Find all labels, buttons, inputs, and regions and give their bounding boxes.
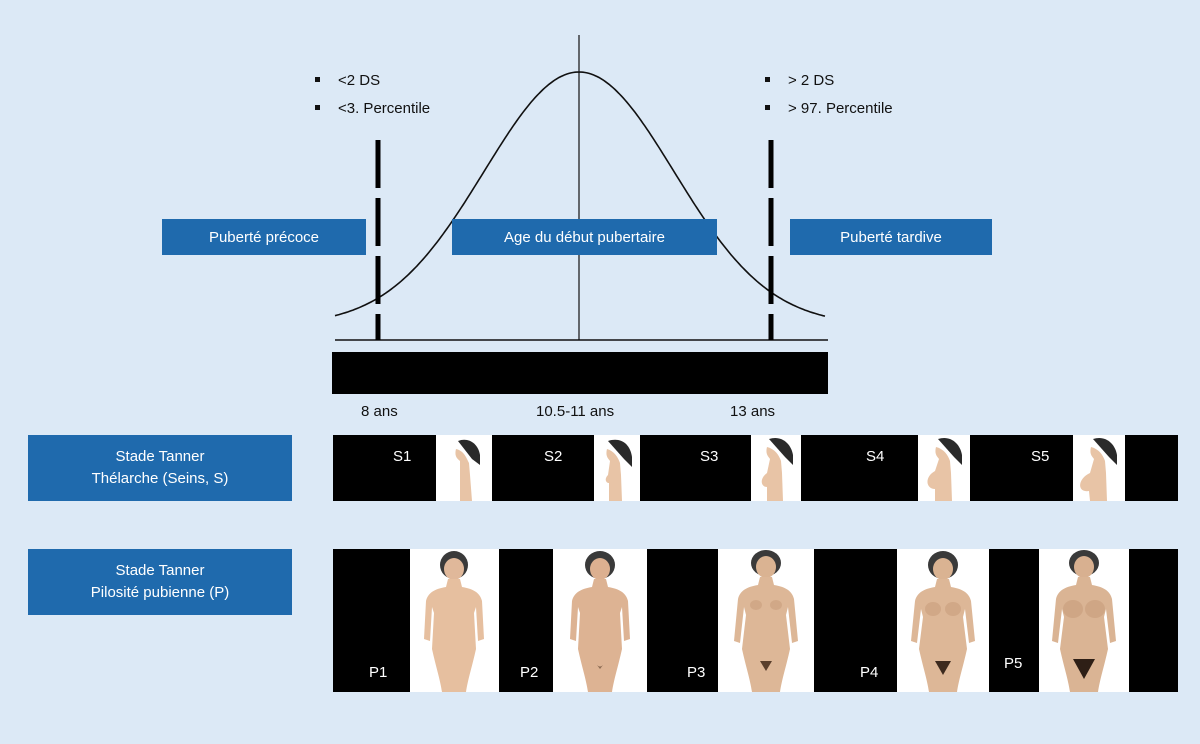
body-figure-p1-image (410, 549, 499, 692)
breast-profile-s3-image (751, 435, 801, 501)
tanner-breast-subtitle: Thélarche (Seins, S) (91, 470, 229, 487)
body-figure-p3-image (718, 549, 814, 692)
left-bullet-percentile: <3. Percentile (315, 100, 430, 117)
stage-s3-label: S3 (700, 448, 719, 465)
stage-s1-label: S1 (393, 448, 412, 465)
age-mean-label: 10.5-11 ans (536, 403, 615, 420)
left-bullet-sd: <2 DS (315, 72, 380, 89)
tanner-pubic-title: Stade Tanner (115, 562, 205, 579)
breast-profile-s4-image (918, 435, 970, 501)
stage-p4-label: P4 (860, 664, 879, 681)
tanner-breast-title: Stade Tanner (115, 448, 205, 465)
right-bullet-sd: > 2 DS (765, 72, 834, 89)
breast-profile-s2-image (594, 435, 640, 501)
tanner-pubic-label-box: Stade Tanner Pilosité pubienne (P) (28, 549, 292, 615)
bell-curve-diagram (334, 35, 828, 341)
stage-p1-label: P1 (369, 664, 388, 681)
late-puberty-box: Puberté tardive (790, 219, 992, 255)
stage-s2-label: S2 (544, 448, 563, 465)
tanner-breast-label-box: Stade Tanner Thélarche (Seins, S) (28, 435, 292, 501)
stage-p2-label: P2 (520, 664, 539, 681)
puberty-onset-box: Age du début pubertaire (452, 219, 717, 255)
stage-s4-label: S4 (866, 448, 885, 465)
body-figure-p2-image (553, 549, 647, 692)
breast-profile-s5-image (1073, 435, 1125, 501)
breast-profile-s1-image (436, 435, 492, 501)
stage-s5-label: S5 (1031, 448, 1050, 465)
age-bar (332, 352, 828, 394)
stage-p3-label: P3 (687, 664, 706, 681)
body-figure-p4-image (897, 549, 989, 692)
body-figure-p5-image (1039, 549, 1129, 692)
age-early-label: 8 ans (361, 403, 398, 420)
tanner-pubic-subtitle: Pilosité pubienne (P) (90, 584, 230, 601)
right-bullet-percentile: > 97. Percentile (765, 100, 893, 117)
stage-p5-label: P5 (1004, 655, 1023, 672)
normal-distribution-curve (334, 71, 826, 317)
early-puberty-box: Puberté précoce (162, 219, 366, 255)
age-late-label: 13 ans (730, 403, 776, 420)
